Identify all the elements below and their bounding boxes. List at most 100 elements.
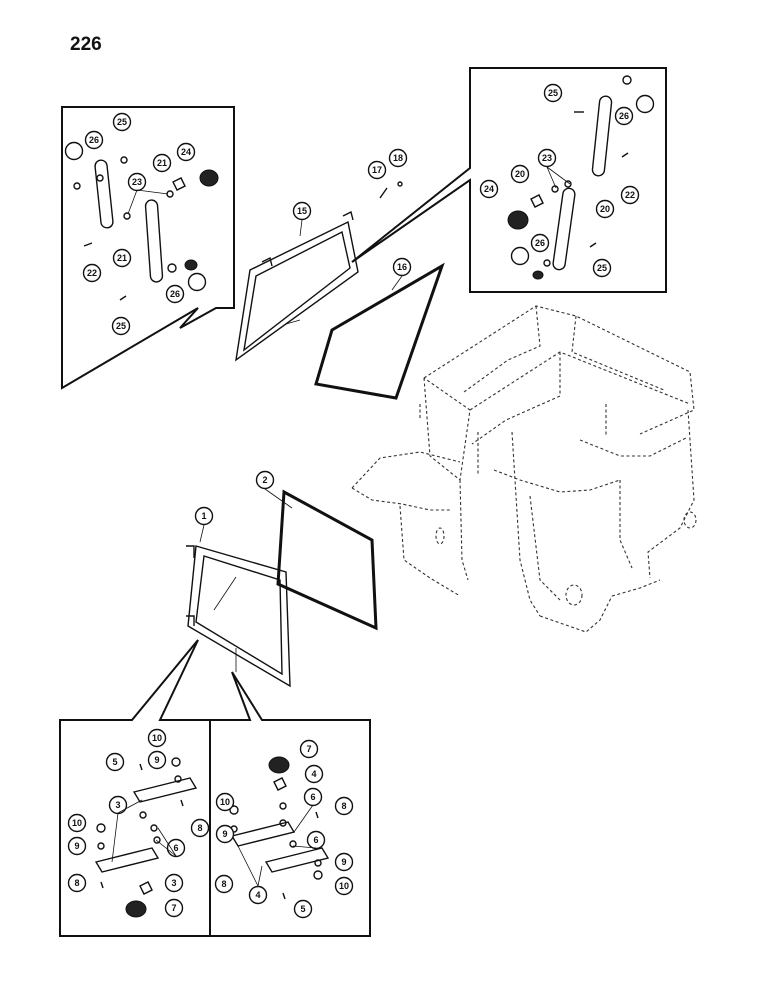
page-number: 226 [70, 34, 102, 55]
callout-26b [187, 272, 207, 292]
glass-2 [276, 489, 378, 631]
svg-text:26: 26 [170, 289, 180, 299]
callout-26 [64, 141, 84, 161]
callout-25c: 26 [614, 106, 634, 126]
svg-text:25: 25 [117, 117, 127, 127]
inset-top-right-frame [351, 67, 667, 293]
callout-3b: 3 [164, 873, 184, 893]
svg-text:21: 21 [117, 253, 127, 263]
callout-7: 7 [164, 898, 184, 918]
callout-26d [510, 246, 530, 266]
svg-text:8: 8 [221, 879, 226, 889]
callout-20: 20 [510, 164, 530, 184]
callout-6c: 6 [306, 830, 326, 850]
callout-23b: 24 [479, 179, 499, 199]
callout-25d: 26 [530, 233, 550, 253]
callout-10c: 10 [215, 792, 235, 812]
callout-10: 10 [147, 728, 167, 748]
svg-text:10: 10 [152, 733, 162, 743]
callout-2: 2 [255, 470, 275, 490]
callout-8: 8 [190, 818, 210, 838]
svg-text:25: 25 [116, 321, 126, 331]
callout-15: 15 [292, 201, 312, 221]
callout-3: 3 [108, 795, 128, 815]
callout-6b: 6 [303, 787, 323, 807]
svg-text:9: 9 [154, 755, 159, 765]
glass-16 [314, 262, 445, 400]
callout-25b: 26 [165, 284, 185, 304]
svg-text:20: 20 [600, 204, 610, 214]
svg-text:8: 8 [74, 878, 79, 888]
svg-text:7: 7 [306, 744, 311, 754]
svg-text:6: 6 [310, 792, 315, 802]
callout-5b: 5 [293, 899, 313, 919]
callout-9c: 9 [215, 824, 235, 844]
svg-text:24: 24 [484, 184, 494, 194]
callout-5: 5 [105, 752, 125, 772]
svg-text:6: 6 [173, 843, 178, 853]
inset-bottom-right-frame [209, 671, 371, 937]
svg-text:18: 18 [393, 153, 403, 163]
callout-21: 22 [82, 263, 102, 283]
svg-text:8: 8 [197, 823, 202, 833]
svg-text:23: 23 [132, 177, 142, 187]
svg-text:23: 23 [542, 153, 552, 163]
svg-text:10: 10 [72, 818, 82, 828]
svg-text:7: 7 [171, 903, 176, 913]
inset-top-left-frame [61, 106, 235, 390]
svg-text:26: 26 [535, 238, 545, 248]
svg-text:4: 4 [255, 890, 260, 900]
callout-6: 6 [166, 838, 186, 858]
callout-19b: 21 [112, 248, 132, 268]
svg-text:8: 8 [341, 801, 346, 811]
svg-text:10: 10 [220, 797, 230, 807]
callout-26c [635, 94, 655, 114]
svg-text:26: 26 [89, 135, 99, 145]
callout-9d: 9 [334, 852, 354, 872]
svg-text:6: 6 [313, 835, 318, 845]
callout-8d: 8 [214, 874, 234, 894]
cab-frame-dashed [351, 305, 697, 633]
inset-bottom-left-parts [94, 757, 198, 918]
svg-text:25: 25 [597, 263, 607, 273]
callout-22b: 23 [537, 148, 557, 168]
callout-17: 17 [367, 160, 387, 180]
callout-24: 25 [112, 112, 132, 132]
window-frame-15 [235, 210, 359, 362]
svg-text:22: 22 [87, 268, 97, 278]
svg-text:15: 15 [297, 206, 307, 216]
svg-text:2: 2 [262, 475, 267, 485]
pin-17 [379, 187, 388, 199]
callout-21b: 22 [620, 185, 640, 205]
callout-20b: 20 [595, 199, 615, 219]
svg-text:9: 9 [222, 829, 227, 839]
svg-text:3: 3 [115, 800, 120, 810]
inset-top-left-parts [73, 156, 219, 301]
inset-bottom-left-frame [59, 639, 211, 937]
svg-text:10: 10 [339, 881, 349, 891]
callout-24b: 25 [111, 316, 131, 336]
callout-19: 21 [152, 153, 172, 173]
callout-8b: 8 [67, 873, 87, 893]
clip-18 [397, 181, 403, 187]
callout-18: 18 [388, 148, 408, 168]
svg-text:22: 22 [625, 190, 635, 200]
callout-1: 1 [194, 506, 214, 526]
window-frame-1 [186, 545, 291, 688]
callout-7b: 7 [299, 739, 319, 759]
callout-8c: 8 [334, 796, 354, 816]
callout-9b: 9 [67, 836, 87, 856]
callouts: 25 26 21 24 23 22 21 26 25 15 17 18 16 2… [64, 83, 655, 919]
svg-text:17: 17 [372, 165, 382, 175]
callout-4: 4 [304, 764, 324, 784]
svg-text:5: 5 [112, 757, 117, 767]
svg-text:21: 21 [157, 158, 167, 168]
callout-16: 16 [392, 257, 412, 277]
callout-4b: 4 [248, 885, 268, 905]
svg-text:24: 24 [181, 147, 191, 157]
callout-24c: 25 [543, 83, 563, 103]
callout-22: 23 [127, 172, 147, 192]
svg-text:4: 4 [311, 769, 316, 779]
svg-text:25: 25 [548, 88, 558, 98]
